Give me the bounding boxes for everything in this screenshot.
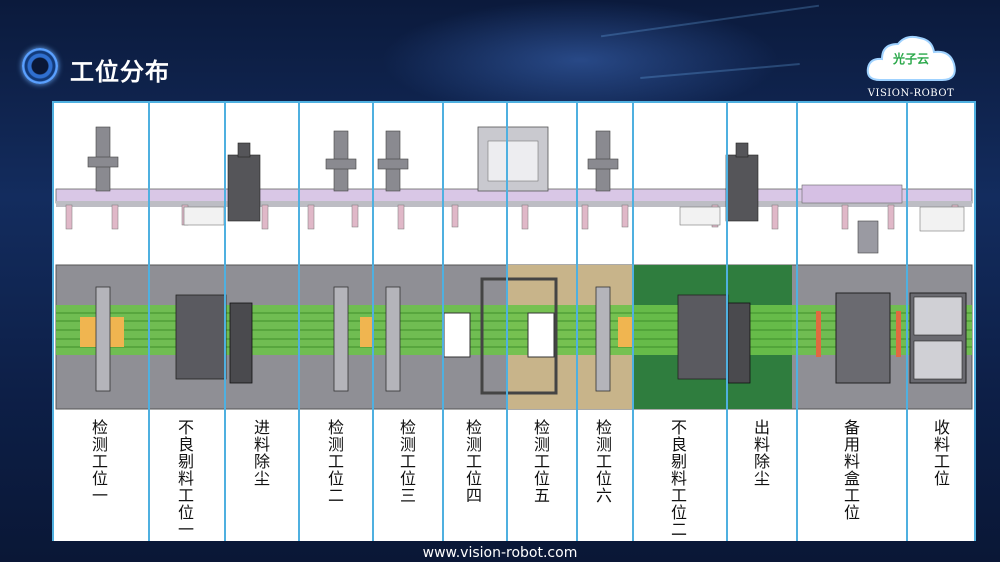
logo-text: 光子云	[892, 52, 929, 66]
station-label: 备用料盒工位	[843, 418, 860, 522]
spare-tray-side	[801, 184, 903, 204]
station-label: 检测工位一	[91, 418, 108, 505]
inspection-towers-side	[87, 126, 619, 192]
dust-units-top	[229, 302, 751, 384]
camera-box	[443, 312, 471, 358]
footer-url[interactable]: www.vision-robot.com	[422, 545, 578, 561]
station-label: 进料除尘	[253, 418, 270, 488]
dust-removal-units	[227, 142, 759, 222]
gantry-top	[480, 277, 558, 395]
crossbeams-top	[95, 286, 611, 392]
logo-brand: VISION-ROBOT	[867, 88, 955, 99]
station-label: 检测工位四	[465, 418, 482, 505]
station-label: 不良剔料工位一	[177, 418, 194, 539]
station-label: 出料除尘	[753, 418, 770, 488]
station-label: 检测工位二	[327, 418, 344, 505]
station-label: 检测工位三	[399, 418, 416, 505]
station-label: 收料工位	[933, 418, 950, 488]
side-view-rail-base	[56, 201, 972, 207]
reject-units-top	[175, 294, 729, 380]
station-label: 不良剔料工位二	[670, 418, 687, 539]
background-glow	[380, 0, 780, 120]
cloud-logo-icon	[866, 35, 956, 81]
station-label: 检测工位五	[533, 418, 550, 505]
product-markers	[80, 317, 632, 347]
station-layout-panel: 检测工位一 不良剔料工位一 进料除尘 检测工位二 检测工位三 检测工位四 检测工…	[52, 101, 976, 541]
machine-drawing	[52, 101, 976, 541]
red-rollers	[816, 311, 901, 357]
reject-units-side	[183, 206, 965, 232]
station-label: 检测工位六	[595, 418, 612, 505]
station-dividers	[52, 101, 976, 541]
page-title: 工位分布	[70, 58, 170, 86]
title-bullet-icon	[22, 48, 58, 84]
